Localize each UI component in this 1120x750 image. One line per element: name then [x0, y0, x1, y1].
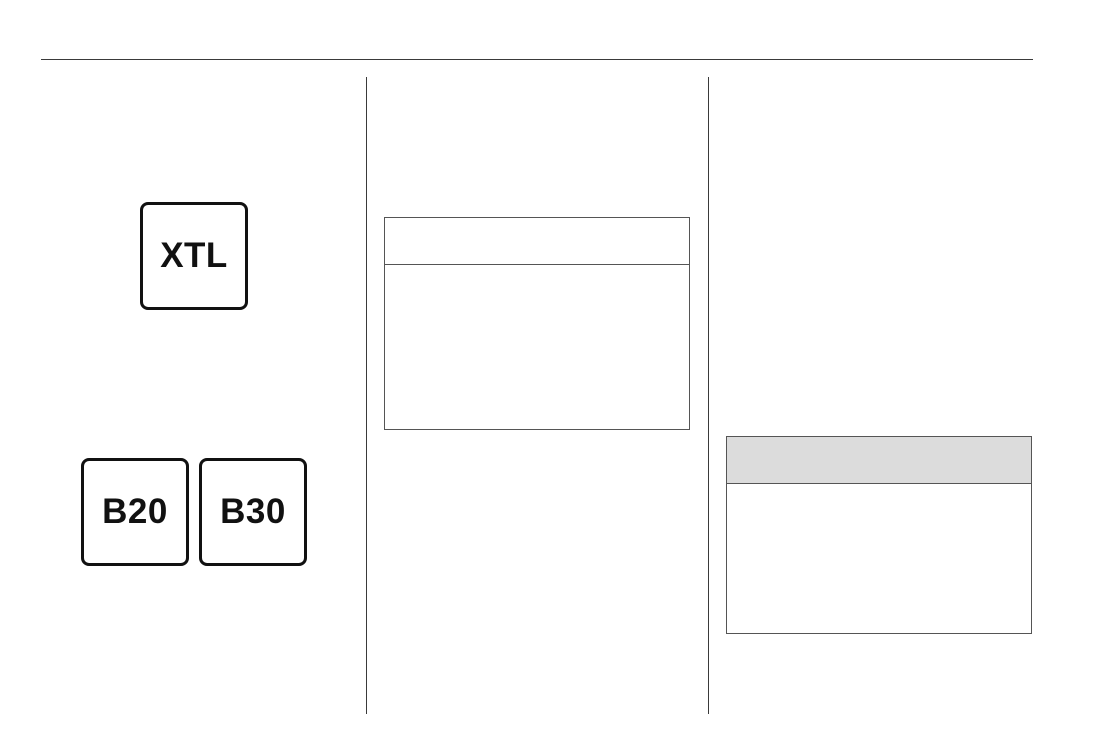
b20-fuel-label-icon: B20 [81, 458, 189, 566]
b30-fuel-label-icon: B30 [199, 458, 307, 566]
column-divider-left [366, 77, 367, 714]
b30-label-text: B30 [220, 492, 286, 531]
notice-box-middle-header [385, 218, 689, 265]
b20-label-text: B20 [102, 492, 168, 531]
notice-box-middle [384, 217, 690, 430]
xtl-label-text: XTL [160, 236, 228, 275]
notice-box-right-header [727, 437, 1031, 484]
xtl-fuel-label-icon: XTL [140, 202, 248, 310]
page-header-rule [41, 59, 1033, 60]
notice-box-right [726, 436, 1032, 634]
column-divider-right [708, 77, 709, 714]
